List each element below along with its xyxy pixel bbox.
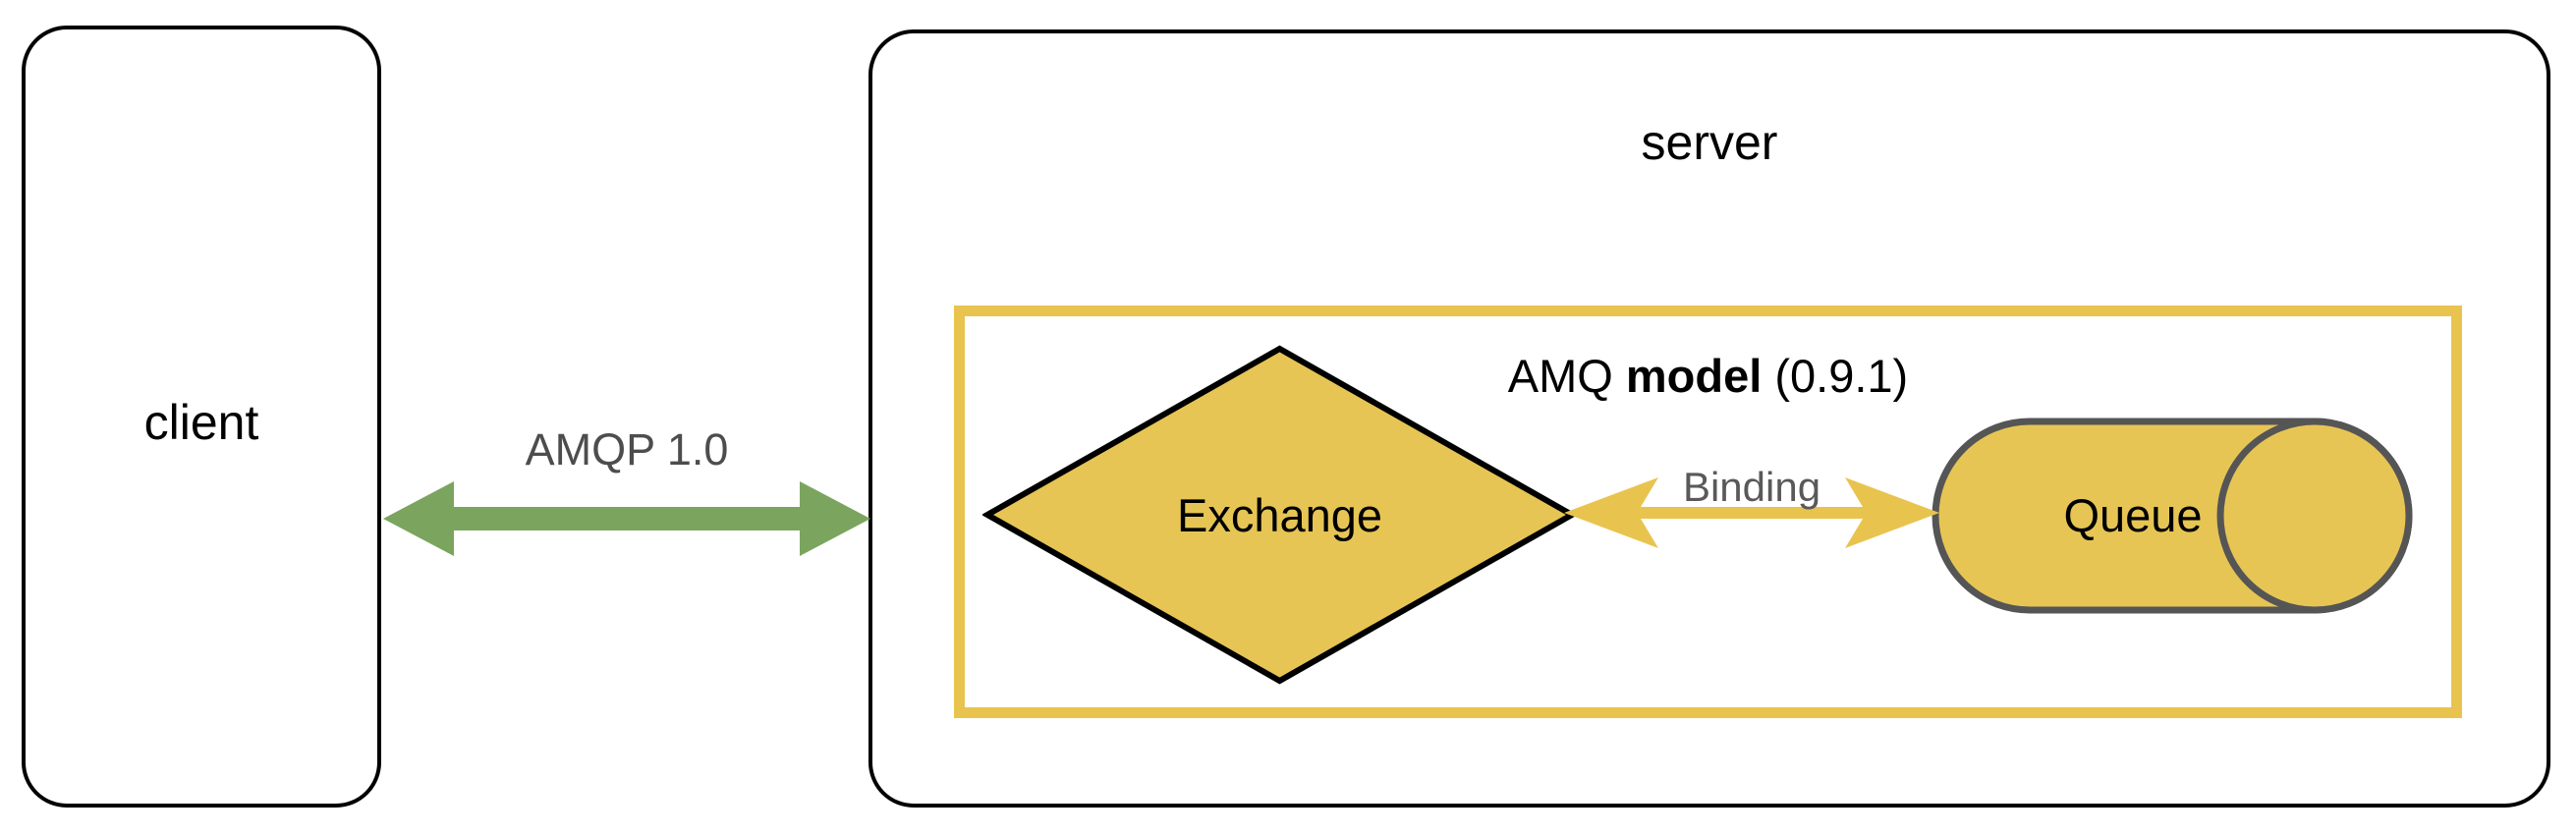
exchange-diamond-path (982, 345, 1577, 685)
queue-shape[interactable] (1932, 418, 2413, 614)
binding-arrow[interactable] (1564, 472, 1939, 554)
queue-end-cap (2216, 418, 2413, 614)
amq-model-title-emphasis: model (1625, 350, 1763, 402)
client-container[interactable] (22, 26, 381, 808)
exchange-shape[interactable] (982, 344, 1577, 686)
amqp-arrow[interactable] (383, 474, 870, 564)
binding-arrow-path (1564, 477, 1939, 548)
client-label: client (143, 395, 259, 450)
server-label: server (1641, 115, 1778, 170)
amq-model-title-suffix: (0.9.1) (1762, 350, 1909, 402)
amqp-arrow-label: AMQP 1.0 (525, 424, 729, 474)
amq-model-title-prefix: AMQ (1507, 350, 1626, 402)
amq-model-title: AMQ model (0.9.1) (954, 349, 2462, 403)
binding-arrow-label: Binding (1682, 464, 1821, 510)
amqp-arrow-path (383, 481, 870, 556)
